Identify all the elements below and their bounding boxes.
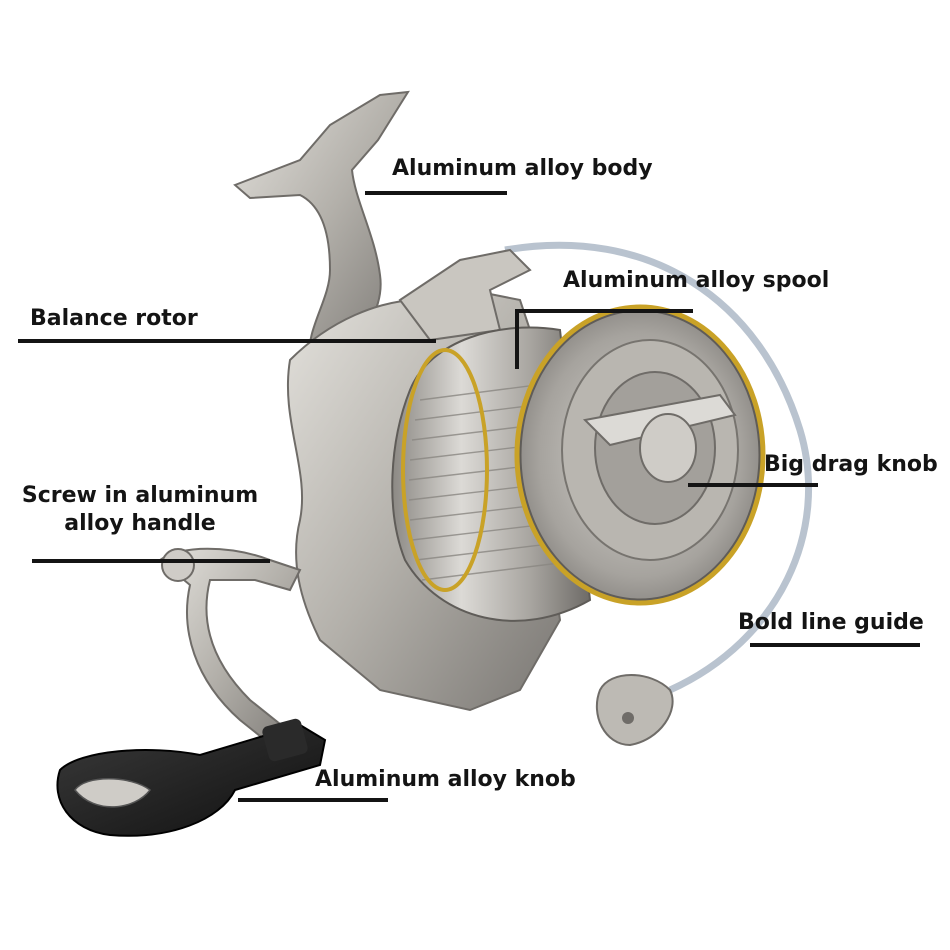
leader-line-drag-knob <box>688 483 818 487</box>
label-bold-line-guide: Bold line guide <box>738 610 924 635</box>
label-screw-in-aluminum-alloy-handle: Screw in aluminum alloy handle <box>10 482 270 538</box>
label-aluminum-alloy-body: Aluminum alloy body <box>392 156 653 181</box>
leader-line-handle <box>32 559 270 563</box>
leader-line-rotor <box>18 339 436 343</box>
label-handle-line-2: alloy handle <box>64 511 216 536</box>
rotor-arm <box>398 248 532 342</box>
leader-line-line-guide <box>750 643 920 647</box>
leader-line-knob <box>238 798 388 802</box>
label-balance-rotor: Balance rotor <box>30 306 198 331</box>
bail-wire <box>504 241 812 694</box>
leader-line-body <box>365 191 507 195</box>
label-aluminum-alloy-knob: Aluminum alloy knob <box>315 767 576 792</box>
handle-knob <box>56 723 327 837</box>
leader-line-spool <box>515 309 693 313</box>
leader-line-spool-drop <box>515 309 519 369</box>
spool-gold-ring <box>514 304 766 606</box>
label-big-drag-knob: Big drag knob <box>764 452 938 477</box>
handle-arm <box>158 547 302 762</box>
spool-rear-ring <box>401 348 489 592</box>
label-handle-line-1: Screw in aluminum <box>21 483 259 508</box>
line-roller <box>595 674 674 747</box>
label-aluminum-alloy-spool: Aluminum alloy spool <box>563 268 830 293</box>
